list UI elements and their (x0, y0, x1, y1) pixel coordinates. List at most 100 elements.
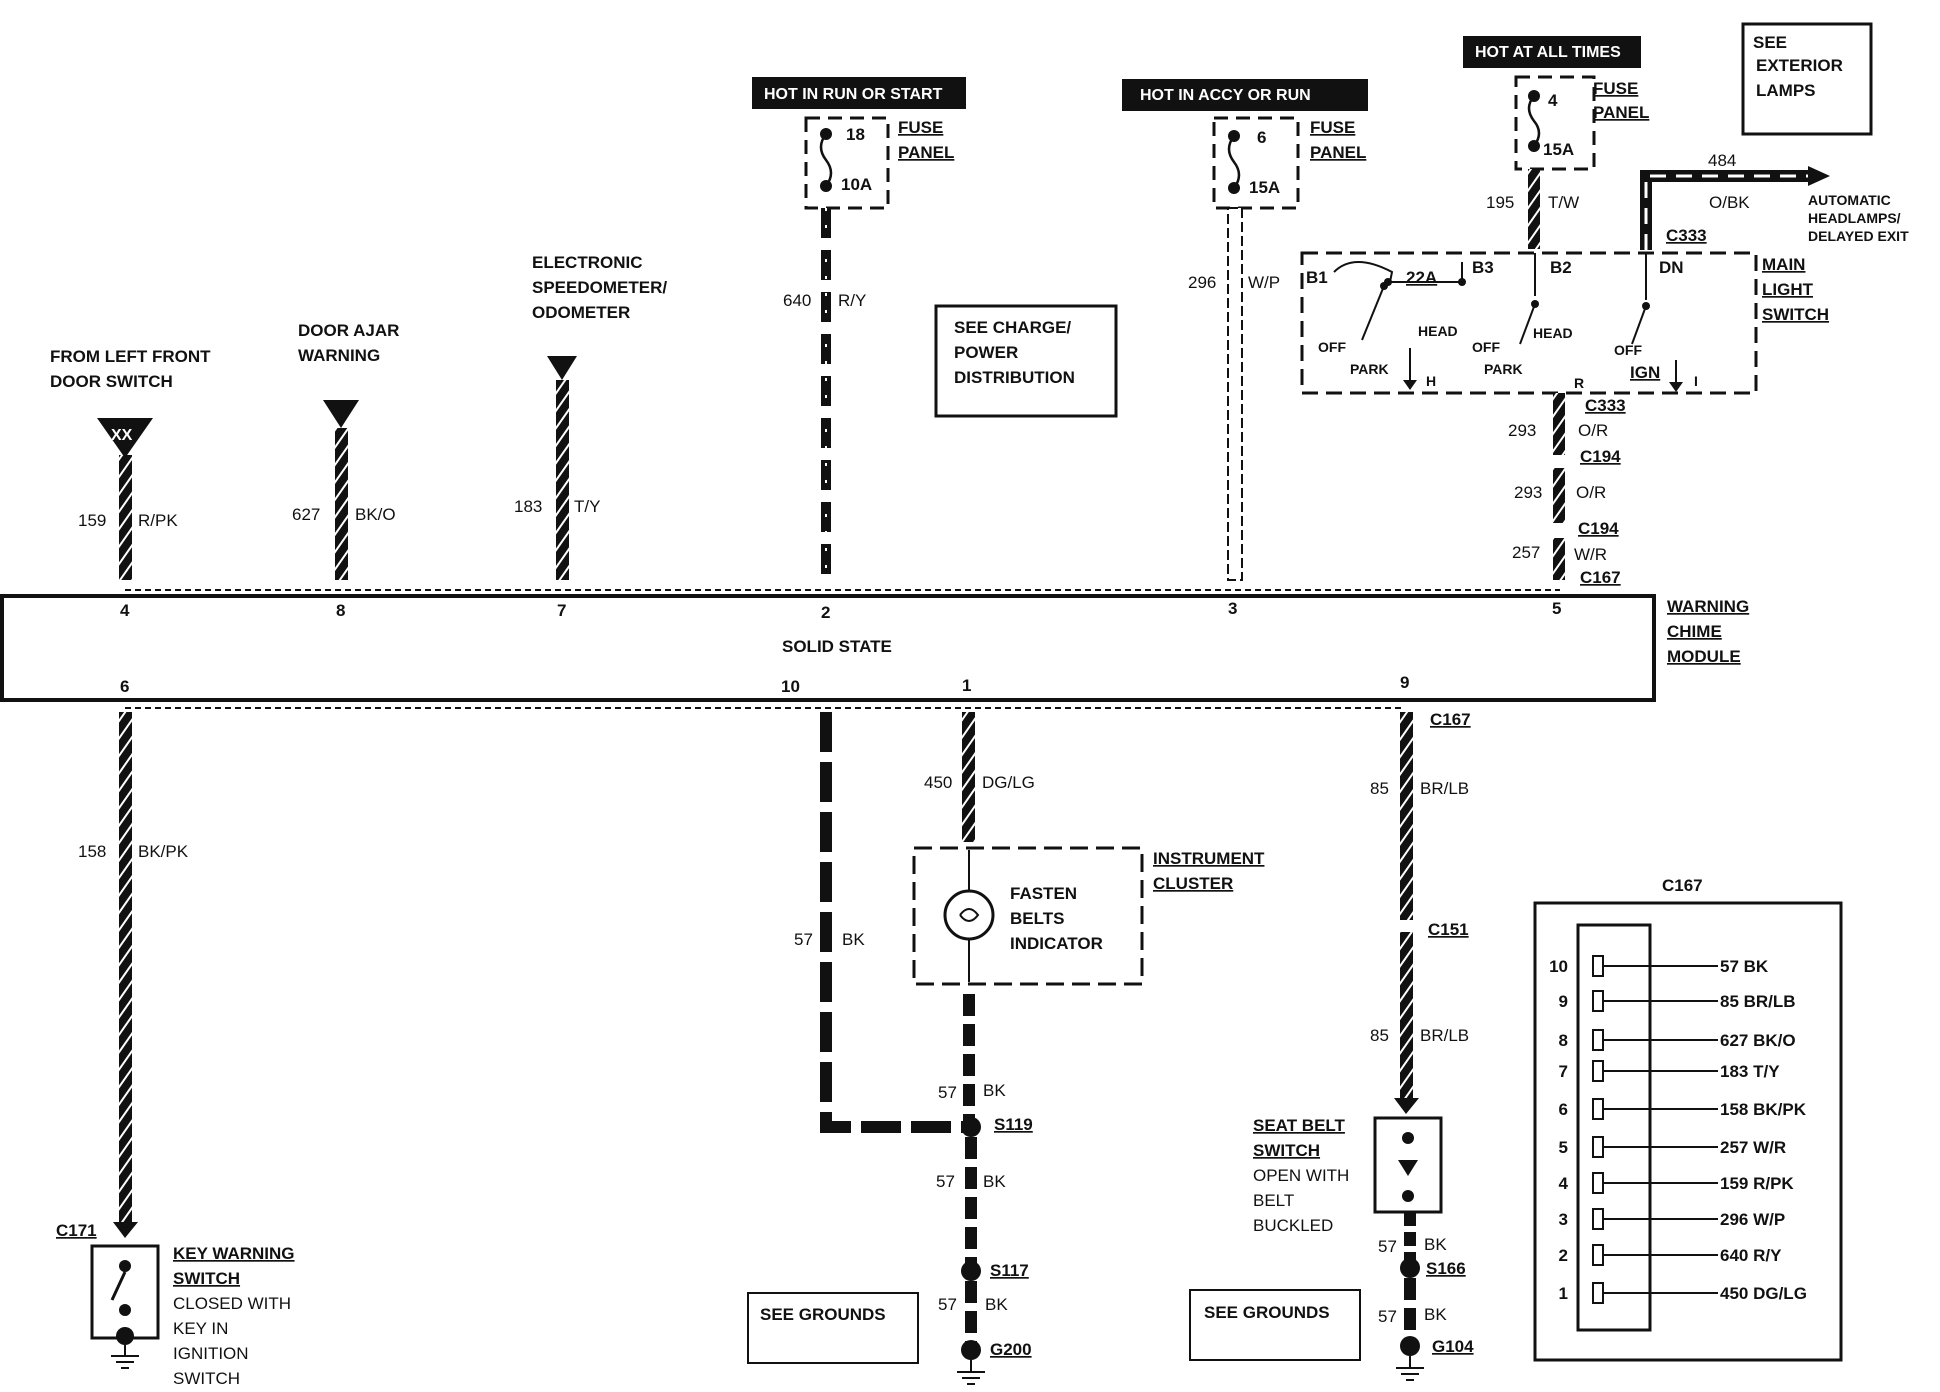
wire-627: 627 BK/O (292, 428, 396, 580)
wire-color: DG/LG (982, 773, 1035, 792)
auto-headlamps-label: AUTOMATIC (1808, 192, 1891, 208)
connector-pin-row: 8 627 BK/O (1559, 1029, 1796, 1051)
connector-label: C167 (1580, 568, 1621, 587)
ground-g104-point (1400, 1336, 1420, 1356)
pin-number: 8 (1559, 1031, 1568, 1050)
pin-terminal (1592, 1136, 1604, 1158)
input-label-door-ajar: DOOR AJAR (298, 321, 399, 340)
connector-label: C194 (1580, 447, 1621, 466)
auto-headlamps-label: HEADLAMPS/ (1808, 210, 1901, 226)
wire-159: 159 R/PK (78, 455, 178, 580)
splice-label: S119 (994, 1115, 1033, 1134)
wire-number: 158 (78, 842, 106, 861)
pin-terminal (1592, 955, 1604, 977)
pin-circuit: 627 BK/O (1720, 1031, 1796, 1050)
fuse-panel-label: PANEL (898, 143, 954, 162)
wire-195: 195 T/W (1486, 169, 1579, 249)
wire-85-lower: 85 BR/LB (1370, 932, 1469, 1114)
pin-terminal (1592, 1172, 1604, 1194)
wire-number: 57 (936, 1172, 955, 1191)
source-accy-run: HOT IN ACCY OR RUN (1122, 79, 1368, 111)
switch-terminal-b2: B2 (1550, 258, 1572, 277)
wire-color: R/PK (138, 511, 178, 530)
wire-color: BK/O (355, 505, 396, 524)
wire-57-s117: 57 BK (938, 1281, 1008, 1342)
wire-color: T/Y (574, 497, 600, 516)
input-label-speedometer: ODOMETER (532, 303, 630, 322)
switch-terminal-dn: DN (1659, 258, 1684, 277)
pin-number: 6 (1559, 1100, 1568, 1119)
module-pin: 5 (1552, 599, 1561, 618)
wire-color: BK (1424, 1235, 1447, 1254)
instrument-cluster: FASTEN BELTS INDICATOR (912, 846, 1144, 986)
wire-number: 57 (1378, 1237, 1397, 1256)
note-see-grounds-2[interactable]: SEE GROUNDS (1189, 1289, 1361, 1361)
cluster-title: CLUSTER (1153, 874, 1233, 893)
main-light-switch: B1 B3 B2 22A DN OFF HEAD PARK H OFF HEAD… (1300, 251, 1829, 395)
wire-color: O/BK (1709, 193, 1750, 212)
switch-pos-head: HEAD (1418, 323, 1458, 339)
wire-color: W/P (1248, 273, 1280, 292)
indicator-label: INDICATOR (1010, 934, 1103, 953)
input-label-speedometer: ELECTRONIC (532, 253, 643, 272)
key-warning-switch (90, 1244, 160, 1345)
wire-color: T/W (1548, 193, 1579, 212)
source-run-start-label: HOT IN RUN OR START (764, 86, 943, 103)
note-see-exterior-lamps[interactable]: SEE EXTERIOR LAMPS (1741, 22, 1873, 136)
switch-terminal-b3: B3 (1472, 258, 1494, 277)
wire-484: 484 O/BK (1640, 151, 1830, 250)
pin-terminal (1592, 1208, 1604, 1230)
switch-output-r: R (1574, 375, 1584, 391)
note-see-charge-power[interactable]: SEE CHARGE/ POWER DISTRIBUTION (934, 304, 1118, 418)
wire-number: 85 (1370, 779, 1389, 798)
input-triangle-speedometer (547, 356, 577, 380)
wire-color: BK (983, 1081, 1006, 1100)
wire-number: 293 (1514, 483, 1542, 502)
source-run-start: HOT IN RUN OR START (752, 77, 966, 109)
input-label-door-switch: DOOR SWITCH (50, 372, 173, 391)
module-pin: 1 (962, 676, 971, 695)
fuse-panel-label: FUSE (1593, 79, 1638, 98)
wire-color: W/R (1574, 545, 1607, 564)
wire-color: O/R (1578, 421, 1608, 440)
splice-s166 (1400, 1258, 1420, 1278)
pin-circuit: 57 BK (1720, 957, 1769, 976)
pin-terminal (1592, 1098, 1604, 1120)
wire-number: 57 (938, 1083, 957, 1102)
pin-circuit: 159 R/PK (1720, 1174, 1794, 1193)
seat-belt-switch (1373, 1116, 1443, 1214)
wire-number: 257 (1512, 543, 1540, 562)
fuse-panel-label: FUSE (898, 118, 943, 137)
splice-label: S166 (1426, 1259, 1466, 1278)
key-switch-desc: CLOSED WITH (173, 1294, 291, 1313)
switch-output-i: I (1694, 373, 1698, 389)
source-accy-run-label: HOT IN ACCY OR RUN (1140, 87, 1311, 104)
arrow-down-icon (1669, 382, 1683, 392)
fuse-rating: 15A (1543, 140, 1574, 159)
module-pin: 3 (1228, 599, 1237, 618)
wire-color: BK (985, 1295, 1008, 1314)
note-see-grounds-1[interactable]: SEE GROUNDS (747, 1292, 919, 1364)
wire-158: 158 BK/PK (78, 712, 189, 1238)
wire-number: 183 (514, 497, 542, 516)
switch-output-h: H (1426, 373, 1436, 389)
wire-57-seat: 57 BK (1378, 1212, 1447, 1262)
connector-label: C194 (1578, 519, 1619, 538)
arrow-down-icon (113, 1222, 138, 1238)
arrow-right-icon (1808, 166, 1830, 186)
connector-pin-row: 4 159 R/PK (1559, 1172, 1794, 1194)
wire-57-module: 57 BK (794, 712, 970, 1133)
pin-circuit: 257 W/R (1720, 1138, 1786, 1157)
input-label-door-ajar: WARNING (298, 346, 380, 365)
input-triangle-door-ajar (323, 400, 359, 428)
splice-label: S117 (990, 1261, 1029, 1280)
fuse-number: 18 (846, 125, 865, 144)
input-label-door-switch: FROM LEFT FRONT (50, 347, 211, 366)
note-line: SEE (1753, 33, 1787, 52)
pin-number: 4 (1559, 1174, 1569, 1193)
pin-circuit: 640 R/Y (1720, 1246, 1782, 1265)
